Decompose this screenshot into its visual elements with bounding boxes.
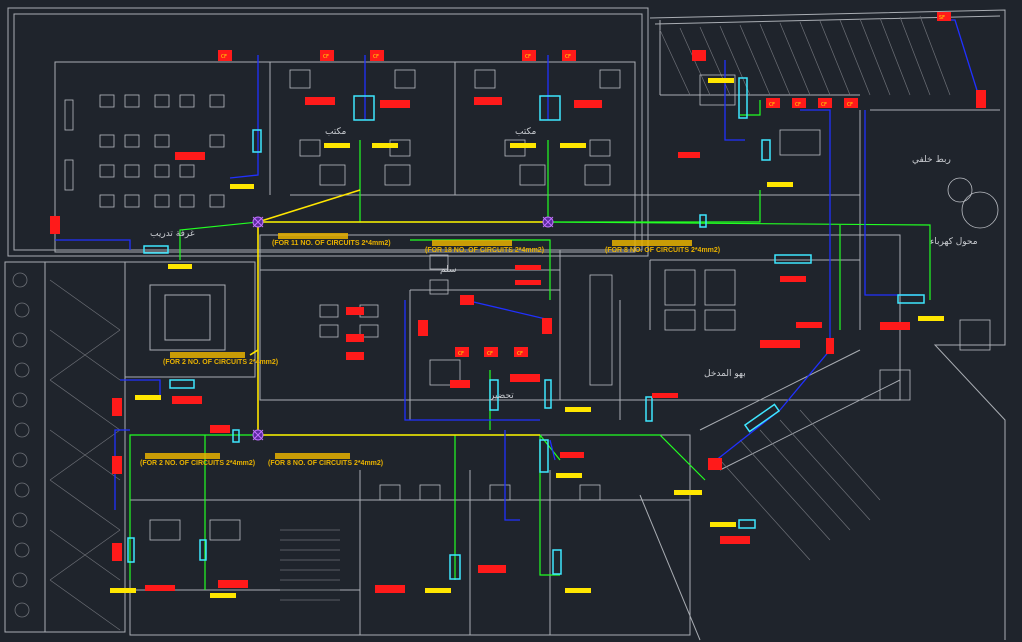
fan-device-icon: CF [484, 347, 498, 357]
circuit-green [129, 100, 931, 590]
svg-text:CF: CF [525, 54, 531, 60]
fan-device-icon [692, 50, 706, 61]
fan-device-icon: CF [792, 98, 806, 108]
svg-text:SF: SF [939, 15, 945, 21]
room-label: غرفة تدريب [150, 229, 195, 239]
room-label: مكتب [515, 127, 537, 137]
circuit-label: (FOR 8 NO. OF CIRCUITS 2*4mm2) [268, 460, 383, 467]
svg-text:CF: CF [795, 102, 801, 108]
room-label: محول كهرباء [930, 237, 978, 247]
fan-device-icon: SF [937, 12, 951, 21]
room-label: ربط خلفي [912, 155, 951, 165]
fan-device-icon: CF [370, 50, 384, 61]
building-walls [4, 7, 1006, 641]
fan-device-icon [976, 90, 986, 108]
circuit-label: (FOR 2 NO. OF CIRCUITS 2*4mm2) [140, 460, 255, 467]
fan-device-icon: CF [320, 50, 334, 61]
device-tags [110, 78, 944, 598]
fan-device-icon: CF [455, 347, 469, 357]
svg-text:CF: CF [373, 54, 379, 60]
fan-device-icon [826, 338, 834, 354]
fan-device-icon: CF [844, 98, 858, 108]
svg-text:CF: CF [517, 351, 523, 357]
fan-device-icon: CF [562, 50, 576, 61]
fan-device-icon: CF [766, 98, 780, 108]
fan-device-icon [542, 318, 552, 334]
room-label: بهو المدخل [704, 369, 746, 379]
fan-device-icon [112, 543, 122, 561]
fan-device-icon [418, 320, 428, 336]
junction-boxes [252, 216, 554, 441]
svg-text:CF: CF [821, 102, 827, 108]
fan-device-icon [708, 458, 722, 470]
circuit-yellow [249, 189, 548, 436]
circuit-label: (FOR 8 NO. OF CIRCUITS 2*4mm2) [605, 247, 720, 254]
svg-text:CF: CF [221, 54, 227, 60]
circuit-labels: (FOR 11 NO. OF CIRCUITS 2*4mm2) (FOR 18 … [140, 233, 720, 467]
svg-text:CF: CF [847, 102, 853, 108]
fan-device-icon [460, 295, 474, 305]
room-label: سلم [440, 265, 457, 275]
svg-text:CF: CF [323, 54, 329, 60]
svg-text:CF: CF [458, 351, 464, 357]
circuit-label: (FOR 2 NO. OF CIRCUITS 2*4mm2) [163, 359, 278, 366]
furniture-chairs [64, 69, 999, 541]
hatched-areas [49, 15, 951, 631]
room-label: تحضير [489, 391, 514, 401]
fan-device-icon: CF [514, 347, 528, 357]
fan-device-icon [112, 456, 122, 474]
fan-device-icon: CF [218, 50, 232, 61]
circuit-label: (FOR 11 NO. OF CIRCUITS 2*4mm2) [272, 240, 391, 247]
fan-device-icon [50, 216, 60, 234]
fan-device-icon [112, 398, 122, 416]
fan-device-icon: CF [522, 50, 536, 61]
room-label: مكتب [325, 127, 347, 137]
light-fixtures [127, 77, 925, 580]
annotation-tags [145, 97, 910, 593]
svg-text:CF: CF [487, 351, 493, 357]
circuit-label: (FOR 18 NO. OF CIRCUITS 2*4mm2) [425, 247, 544, 254]
room-labels: ربط خلفي محول كهرباء بهو المدخل غرفة تدر… [150, 127, 978, 401]
svg-text:CF: CF [565, 54, 571, 60]
fan-devices: CF CF CF CF CF SF CF CF CF CF CF CF CF [50, 12, 986, 561]
fan-device-icon: CF [818, 98, 832, 108]
svg-text:CF: CF [769, 102, 775, 108]
landscape-shrubs [12, 272, 30, 618]
